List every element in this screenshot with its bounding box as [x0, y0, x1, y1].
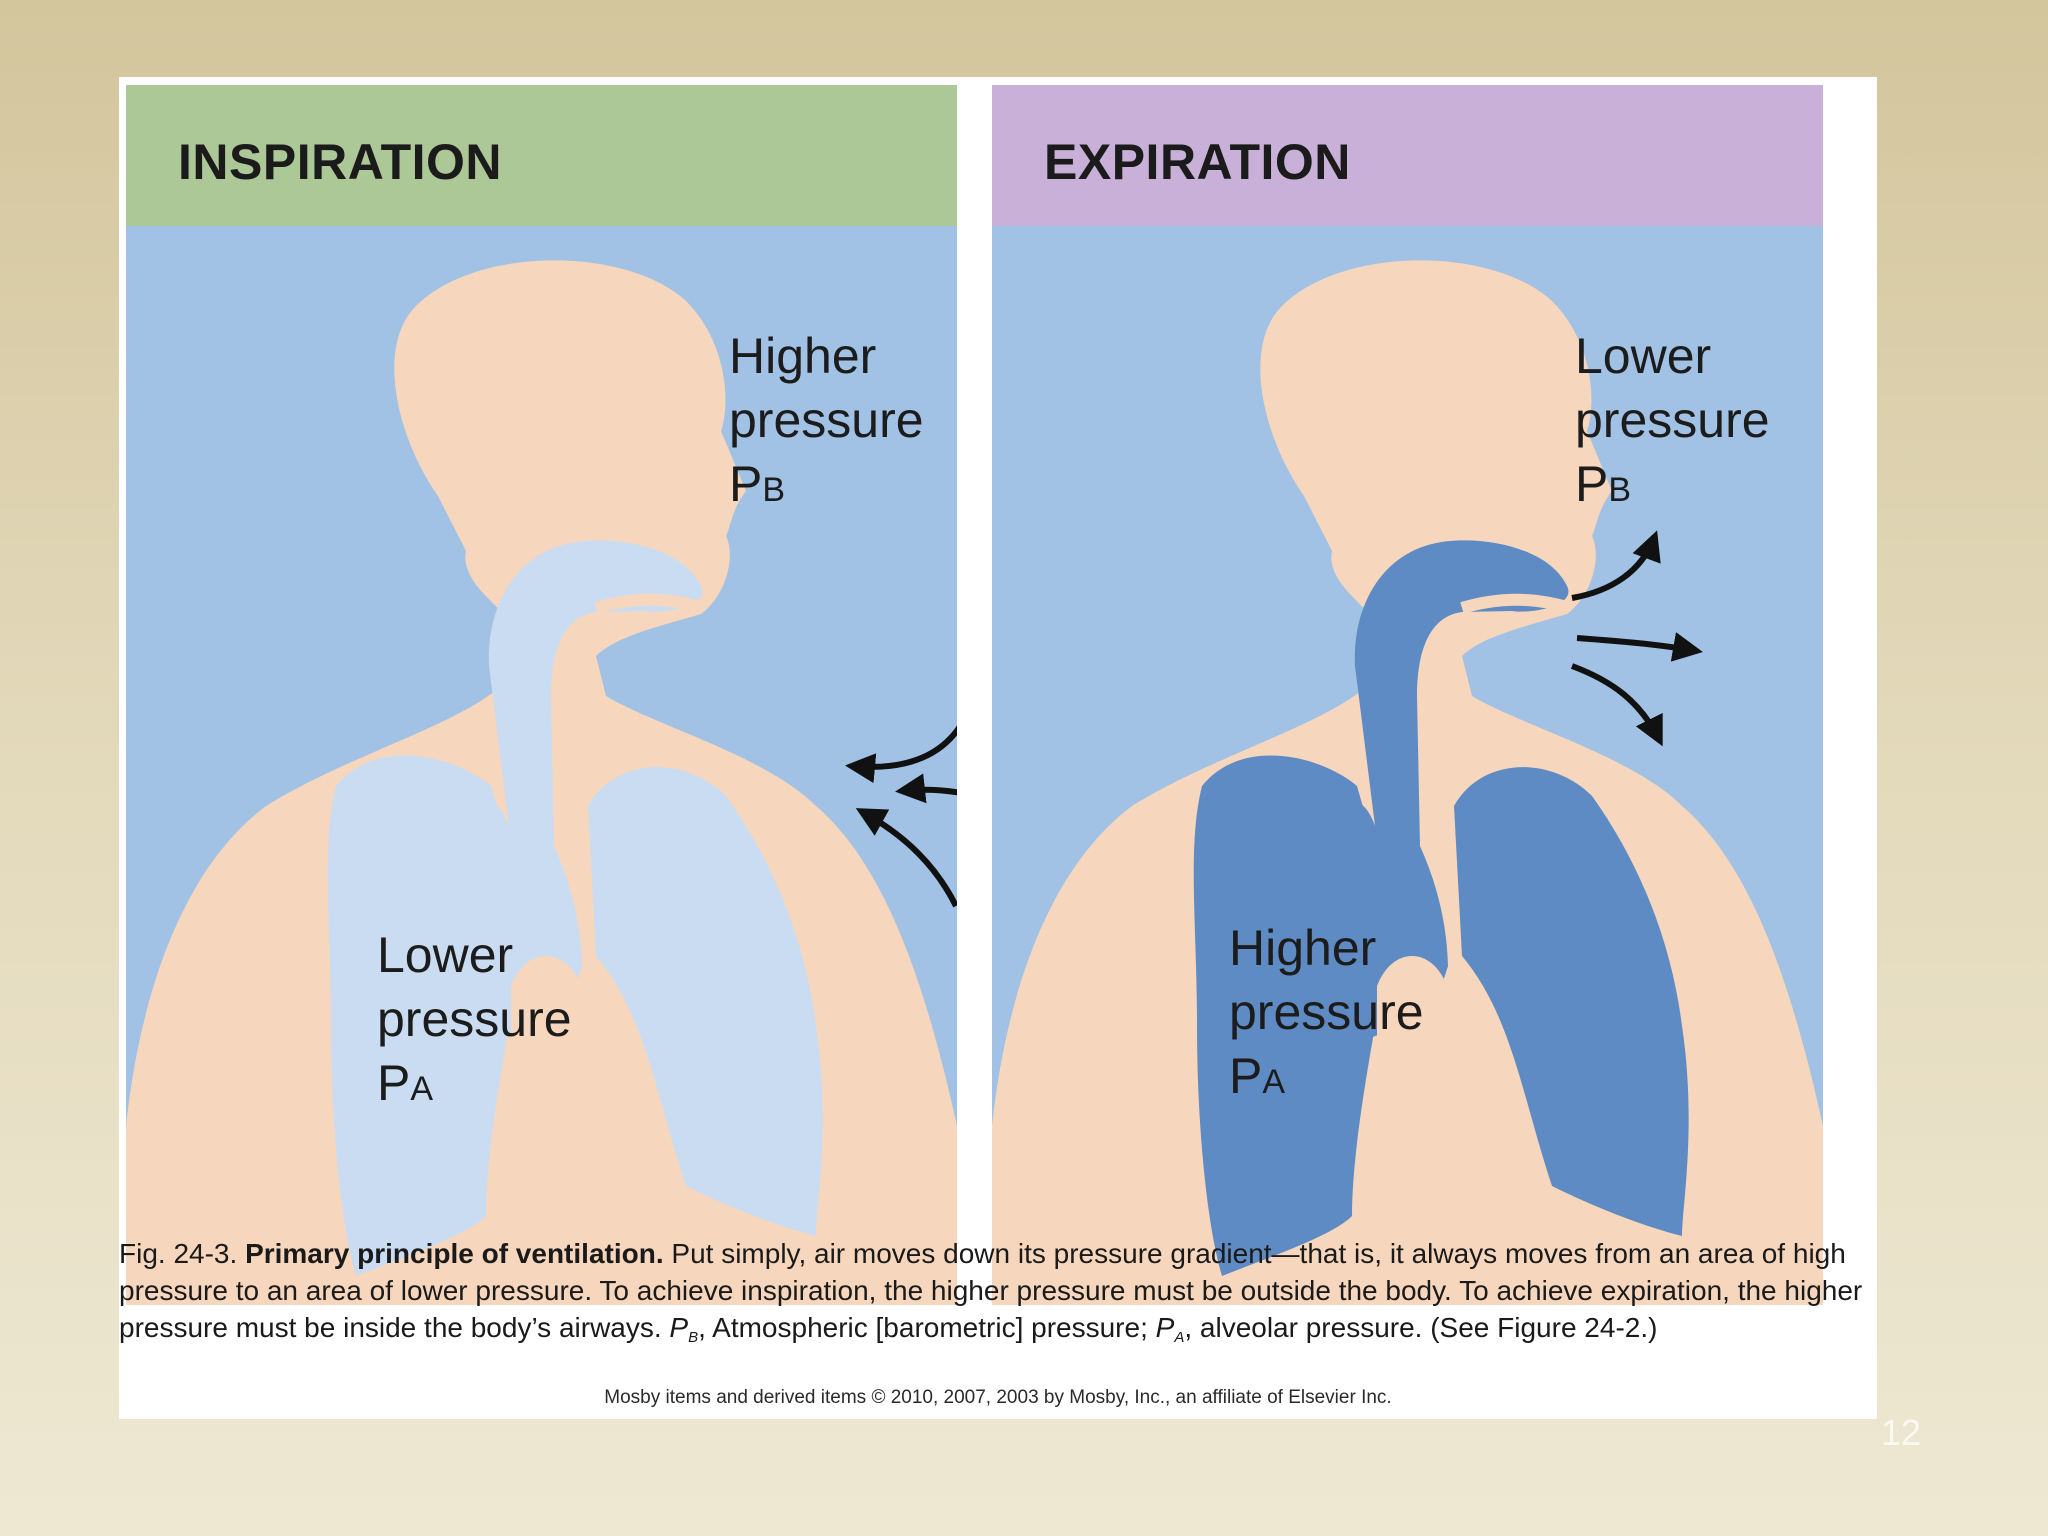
right-lung: [1454, 767, 1689, 1236]
outside-pressure-symbol: PB: [1575, 456, 1632, 512]
caption-text-2: , Atmospheric [barometric] pressure;: [698, 1312, 1148, 1343]
caption-subscript-a: A: [1174, 1329, 1185, 1346]
outside-pressure-line1: Lower: [1575, 328, 1712, 384]
caption-fig-number: Fig. 24-3.: [119, 1238, 238, 1269]
inside-pressure-line1: Higher: [1229, 920, 1377, 976]
inside-pressure-line1: Lower: [377, 927, 514, 983]
caption-text-1: Put simply, air moves down its pressure …: [119, 1238, 1863, 1343]
outside-pressure-label: Higher pressure PB: [729, 324, 924, 522]
caption-symbol-a: P: [1155, 1312, 1175, 1343]
arrow-inward-icon: [845, 725, 957, 784]
inside-pressure-symbol: PA: [377, 1055, 434, 1111]
expiration-illustration: Lower pressure PB Higher pressure PA: [992, 226, 1823, 1305]
outside-pressure-symbol: PB: [729, 456, 786, 512]
caption-text-3: , alveolar pressure. (See Figure 24-2.): [1184, 1312, 1658, 1343]
expiration-header: EXPIRATION: [992, 85, 1823, 226]
arrow-outward-icon: [1571, 530, 1661, 601]
figure: INSPIRATION Higher: [119, 77, 1877, 1419]
inspiration-title: INSPIRATION: [178, 134, 503, 190]
right-lung: [588, 767, 823, 1236]
mouth-lip: [594, 593, 706, 614]
caption-symbol-b: P: [669, 1312, 689, 1343]
arrow-inward-icon-2: [895, 773, 957, 804]
expiration-body-illustration: [992, 260, 1823, 1305]
arrow-outward-icon-2: [1576, 632, 1703, 662]
outside-pressure-line1: Higher: [729, 328, 877, 384]
inspiration-panel: INSPIRATION Higher: [126, 85, 957, 1305]
expiration-panel: EXPIRATION Lower pr: [992, 85, 1823, 1305]
caption-subscript-b: B: [688, 1329, 699, 1346]
heart-gap: [511, 956, 591, 1256]
left-lung: [327, 755, 520, 1276]
inspiration-body-illustration: [126, 260, 957, 1305]
slide-number: 12: [1881, 1412, 1922, 1453]
expiration-title: EXPIRATION: [1044, 134, 1351, 190]
caption-title: Primary principle of ventilation.: [245, 1238, 664, 1269]
inside-pressure-symbol: PA: [1229, 1048, 1286, 1104]
heart-gap: [1377, 956, 1457, 1256]
arrow-inward-icon-3: [855, 808, 957, 908]
inside-pressure-line2: pressure: [1229, 984, 1424, 1040]
inside-pressure-line2: pressure: [377, 991, 572, 1047]
mouth-lip: [1460, 593, 1572, 614]
inspiration-header: INSPIRATION: [126, 85, 957, 226]
inside-pressure-label: Higher pressure PA: [1229, 916, 1424, 1114]
figure-caption: Fig. 24-3. Primary principle of ventilat…: [119, 1235, 1871, 1356]
inspiration-illustration: Higher pressure PB Lower pressure PA: [126, 226, 957, 1305]
copyright-notice: Mosby items and derived items © 2010, 20…: [604, 1387, 1392, 1408]
arrow-outward-icon-3: [1570, 663, 1663, 747]
outside-pressure-line2: pressure: [729, 392, 924, 448]
outside-pressure-line2: pressure: [1575, 392, 1770, 448]
inside-pressure-label: Lower pressure PA: [377, 923, 572, 1121]
left-lung: [1193, 755, 1386, 1276]
outside-pressure-label: Lower pressure PB: [1575, 324, 1770, 522]
